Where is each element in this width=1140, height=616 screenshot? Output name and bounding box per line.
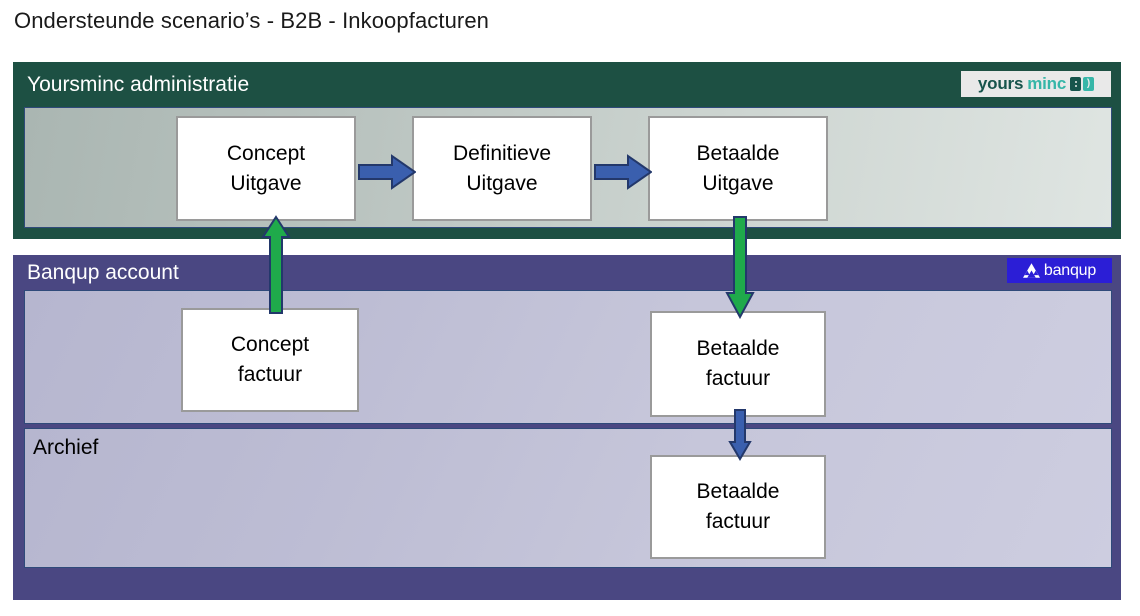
box-concept-uitgave-line2: Uitgave xyxy=(230,171,302,195)
archief-panel: Archief xyxy=(24,428,1112,568)
section-banqup-account: Banqup account banqup Archief xyxy=(13,255,1121,600)
box-concept-uitgave[interactable]: Concept Uitgave xyxy=(176,116,356,221)
box-betaalde-uitgave-line1: Betaalde xyxy=(696,141,780,165)
box-betaalde-factuur-banqup-line2: factuur xyxy=(705,367,771,390)
banqup-logo-text: banqup xyxy=(1043,262,1097,279)
box-betaalde-uitgave[interactable]: Betaalde Uitgave xyxy=(648,116,828,221)
arrow-betaalde-uitgave-to-betaalde-factuur-icon xyxy=(725,215,755,319)
box-betaalde-factuur-banqup[interactable]: Betaalde factuur xyxy=(650,311,826,417)
arrow-betaalde-factuur-to-archief-icon xyxy=(728,409,752,461)
archief-label: Archief xyxy=(33,436,99,459)
yoursminc-logo-square-dark-icon xyxy=(1070,77,1082,91)
box-betaalde-factuur-archief[interactable]: Betaalde factuur xyxy=(650,455,826,559)
box-definitieve-uitgave[interactable]: Definitieve Uitgave xyxy=(412,116,592,221)
page-title: Ondersteunde scenario’s - B2B - Inkoopfa… xyxy=(14,8,490,33)
box-definitieve-uitgave-line2: Uitgave xyxy=(466,171,538,195)
banqup-header-bar: Banqup account banqup xyxy=(13,255,1121,290)
box-betaalde-factuur-banqup-line1: Betaalde xyxy=(696,337,780,360)
box-definitieve-uitgave-line1: Definitieve xyxy=(452,141,552,165)
banqup-logo: banqup xyxy=(1007,258,1112,283)
banqup-triangle-icon xyxy=(1022,263,1040,278)
box-concept-factuur-line1: Concept xyxy=(230,333,310,356)
yoursminc-logo-mark: ) xyxy=(1070,77,1095,91)
box-betaalde-uitgave-line2: Uitgave xyxy=(702,171,774,195)
banqup-section-title: Banqup account xyxy=(27,261,179,284)
box-betaalde-factuur-archief-line1: Betaalde xyxy=(696,480,780,503)
yoursminc-logo-square-teal-icon: ) xyxy=(1083,77,1095,91)
arrow-concept-factuur-to-concept-uitgave-icon xyxy=(261,215,291,315)
box-concept-uitgave-line1: Concept xyxy=(226,141,306,165)
yoursminc-section-title: Yoursminc administratie xyxy=(27,73,250,96)
yoursminc-logo-text-a: yours xyxy=(977,74,1024,93)
box-concept-factuur[interactable]: Concept factuur xyxy=(181,308,359,412)
box-betaalde-factuur-archief-line2: factuur xyxy=(705,510,771,533)
arrow-definitieve-to-betaalde-icon xyxy=(594,152,652,192)
arrow-concept-to-definitieve-icon xyxy=(358,152,416,192)
yoursminc-logo-text-b: minc xyxy=(1027,74,1067,93)
box-concept-factuur-line2: factuur xyxy=(237,363,303,386)
